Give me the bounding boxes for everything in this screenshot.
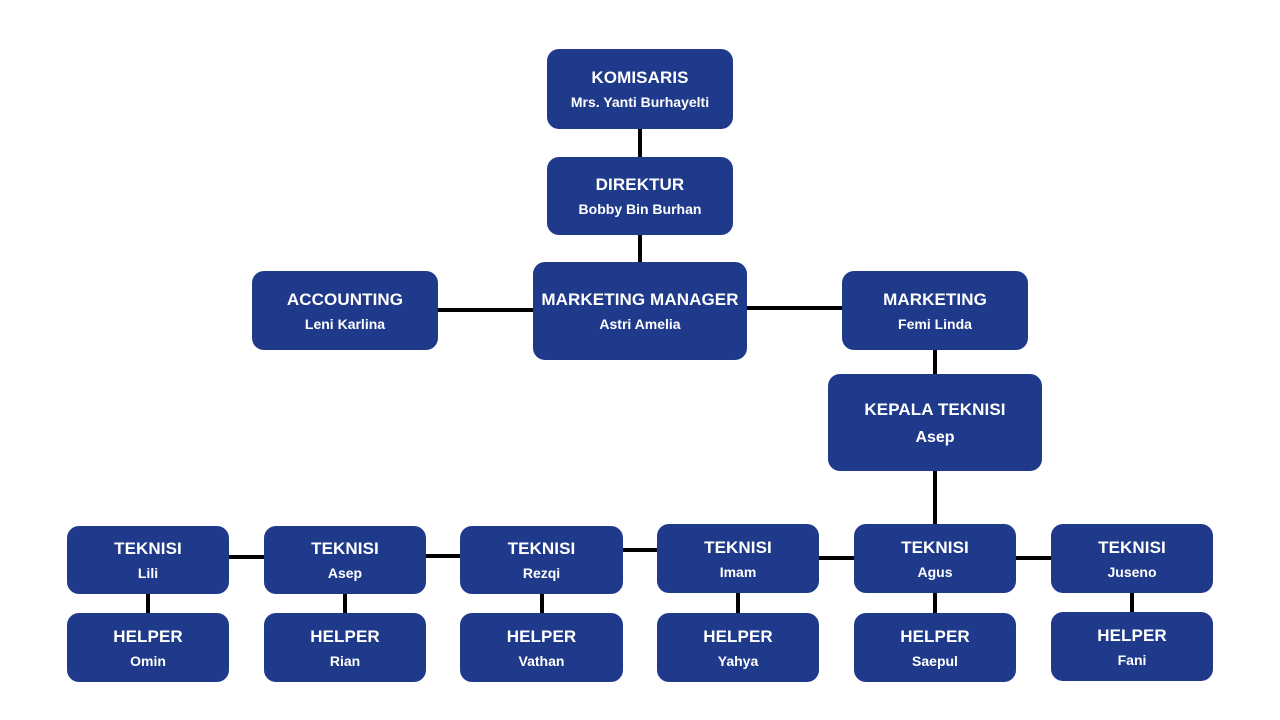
accounting-title: ACCOUNTING [286,289,404,309]
helper-name: Vathan [518,652,565,669]
komisaris-box: KOMISARIS Mrs. Yanti Burhayelti [547,49,733,129]
teknisi-title: TEKNISI [1098,537,1166,557]
helper-name: Fani [1117,651,1147,668]
kepala-teknisi-box: KEPALA TEKNISI Asep [828,374,1042,471]
teknisi-title: TEKNISI [311,539,379,558]
teknisi-title: TEKNISI [901,537,969,557]
direktur-box: DIREKTUR Bobby Bin Burhan [547,157,733,235]
helper-name: Rian [329,652,361,669]
teknisi-box: TEKNISI Juseno [1051,524,1213,593]
teknisi-name: Asep [327,565,363,581]
teknisi-title: TEKNISI [114,539,182,558]
helper-name: Omin [130,652,166,669]
helper-title: HELPER [1097,625,1167,645]
teknisi-title: TEKNISI [507,539,576,558]
teknisi-box: TEKNISI Lili [67,526,229,594]
helper-name: Saepul [912,652,958,669]
marketing-manager-name: Astri Amelia [599,316,681,332]
helper-box: HELPER Yahya [657,613,819,682]
accounting-name: Leni Karlina [304,315,386,332]
helper-box: HELPER Fani [1051,612,1213,681]
teknisi-name: Imam [719,563,757,580]
helper-name: Yahya [717,652,759,669]
helper-box: HELPER Vathan [460,613,623,682]
helper-title: HELPER [506,626,577,646]
teknisi-name: Lili [137,565,159,581]
helper-title: HELPER [900,626,970,646]
teknisi-name: Agus [917,563,953,580]
teknisi-box: TEKNISI Agus [854,524,1016,593]
teknisi-title: TEKNISI [704,537,772,557]
komisaris-name: Mrs. Yanti Burhayelti [570,94,710,110]
helper-title: HELPER [113,626,183,646]
kepala-teknisi-title: KEPALA TEKNISI [864,399,1006,419]
marketing-box: MARKETING Femi Linda [842,271,1028,350]
direktur-title: DIREKTUR [595,175,685,194]
kepala-teknisi-name: Asep [915,428,955,446]
marketing-manager-box: MARKETING MANAGER Astri Amelia [533,262,747,360]
teknisi-box: TEKNISI Asep [264,526,426,594]
teknisi-name: Juseno [1107,563,1157,580]
helper-box: HELPER Rian [264,613,426,682]
teknisi-name: Rezqi [522,565,561,581]
helper-title: HELPER [310,626,380,646]
teknisi-box: TEKNISI Imam [657,524,819,593]
komisaris-title: KOMISARIS [591,68,689,87]
marketing-name: Femi Linda [898,315,972,332]
marketing-title: MARKETING [883,289,987,309]
helper-box: HELPER Saepul [854,613,1016,682]
helper-box: HELPER Omin [67,613,229,682]
marketing-manager-title: MARKETING MANAGER [541,290,739,309]
accounting-box: ACCOUNTING Leni Karlina [252,271,438,350]
direktur-name: Bobby Bin Burhan [578,201,702,217]
helper-title: HELPER [703,626,773,646]
teknisi-box: TEKNISI Rezqi [460,526,623,594]
